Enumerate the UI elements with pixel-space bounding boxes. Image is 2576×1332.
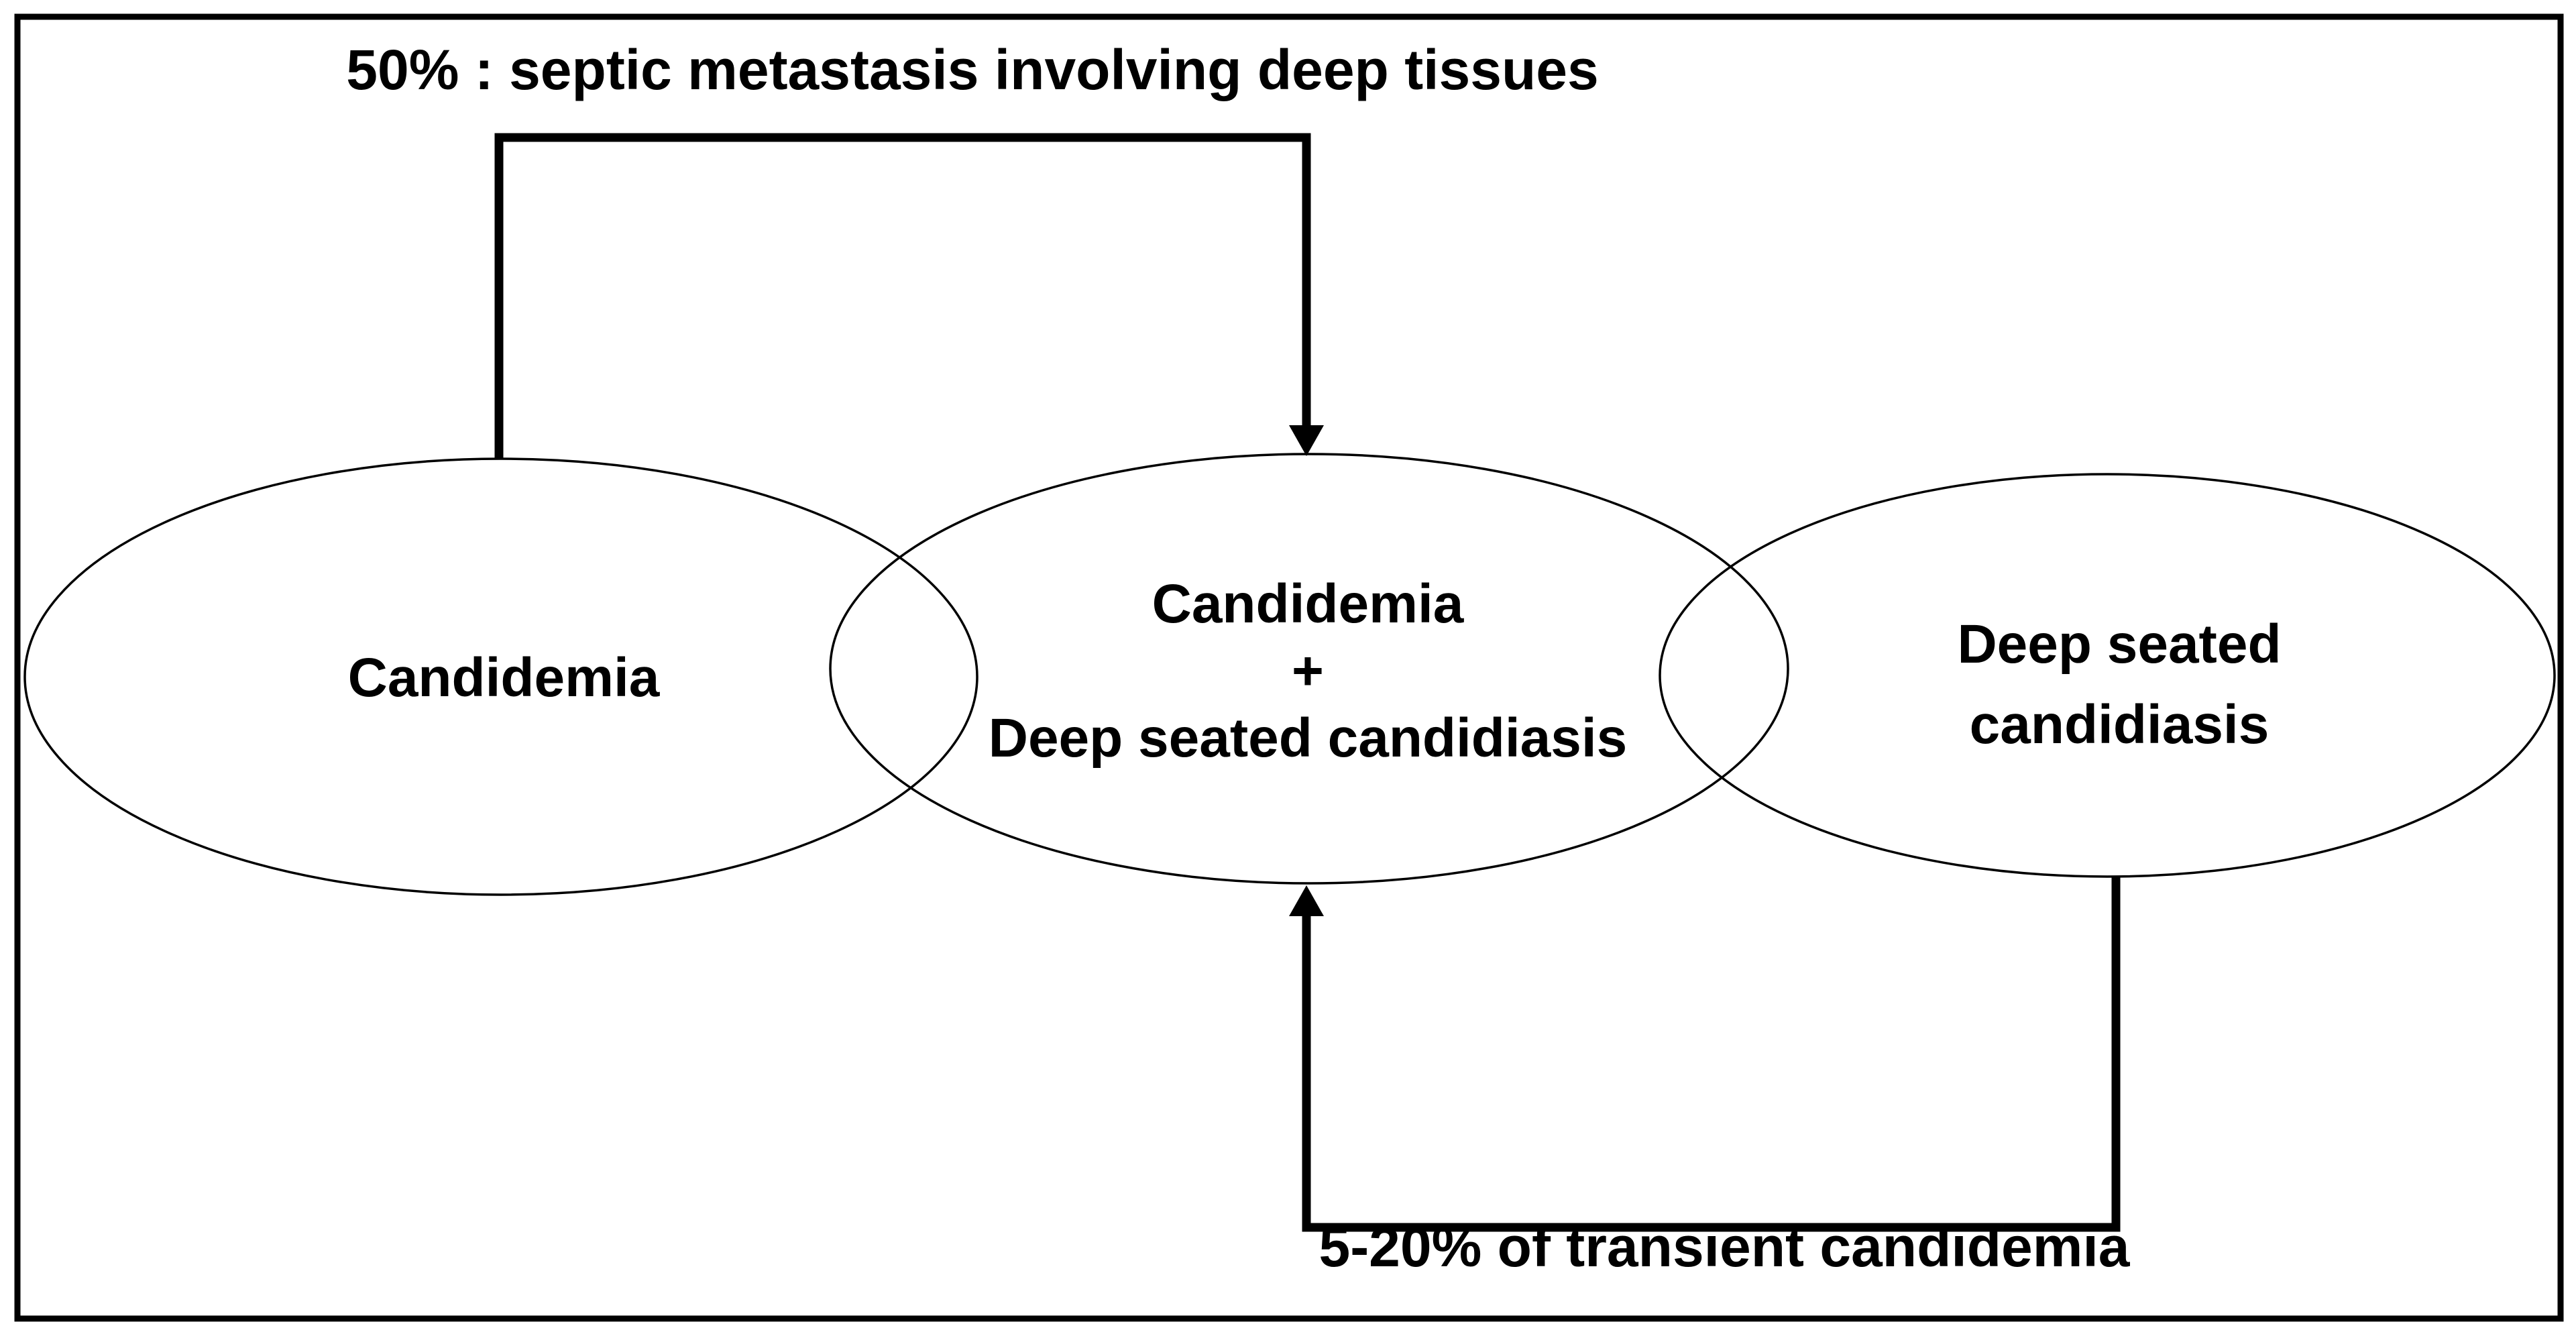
top-arrowhead: [1289, 425, 1324, 456]
right-ellipse-label-line2: candidiasis: [1970, 694, 2270, 755]
right-ellipse: [1659, 473, 2556, 878]
bottom-arrow-line: [1302, 877, 2121, 1232]
middle-ellipse-label: Candidemia + Deep seated candidiasis: [989, 573, 1628, 769]
top-arrow: [494, 133, 1324, 459]
middle-ellipse-label-line2: +: [1292, 641, 1324, 702]
bottom-arrowhead: [1289, 885, 1324, 916]
bottom-arrow: [1289, 877, 2121, 1232]
left-ellipse-label: Candidemia: [348, 647, 661, 708]
bottom-arrow-label: 5-20% of transient candidemia: [1319, 1215, 2130, 1278]
middle-ellipse: [829, 453, 1789, 885]
top-arrow-label: 50% : septic metastasis involving deep t…: [346, 38, 1598, 101]
right-ellipse-label: Deep seated candidiasis: [1957, 614, 2281, 755]
middle-ellipse-label-line3: Deep seated candidiasis: [989, 708, 1628, 769]
figure-border: [14, 13, 2564, 1322]
right-ellipse-label-line1: Deep seated: [1957, 614, 2281, 675]
top-arrow-line: [494, 133, 1311, 459]
middle-ellipse-label-line1: Candidemia: [1152, 573, 1465, 634]
